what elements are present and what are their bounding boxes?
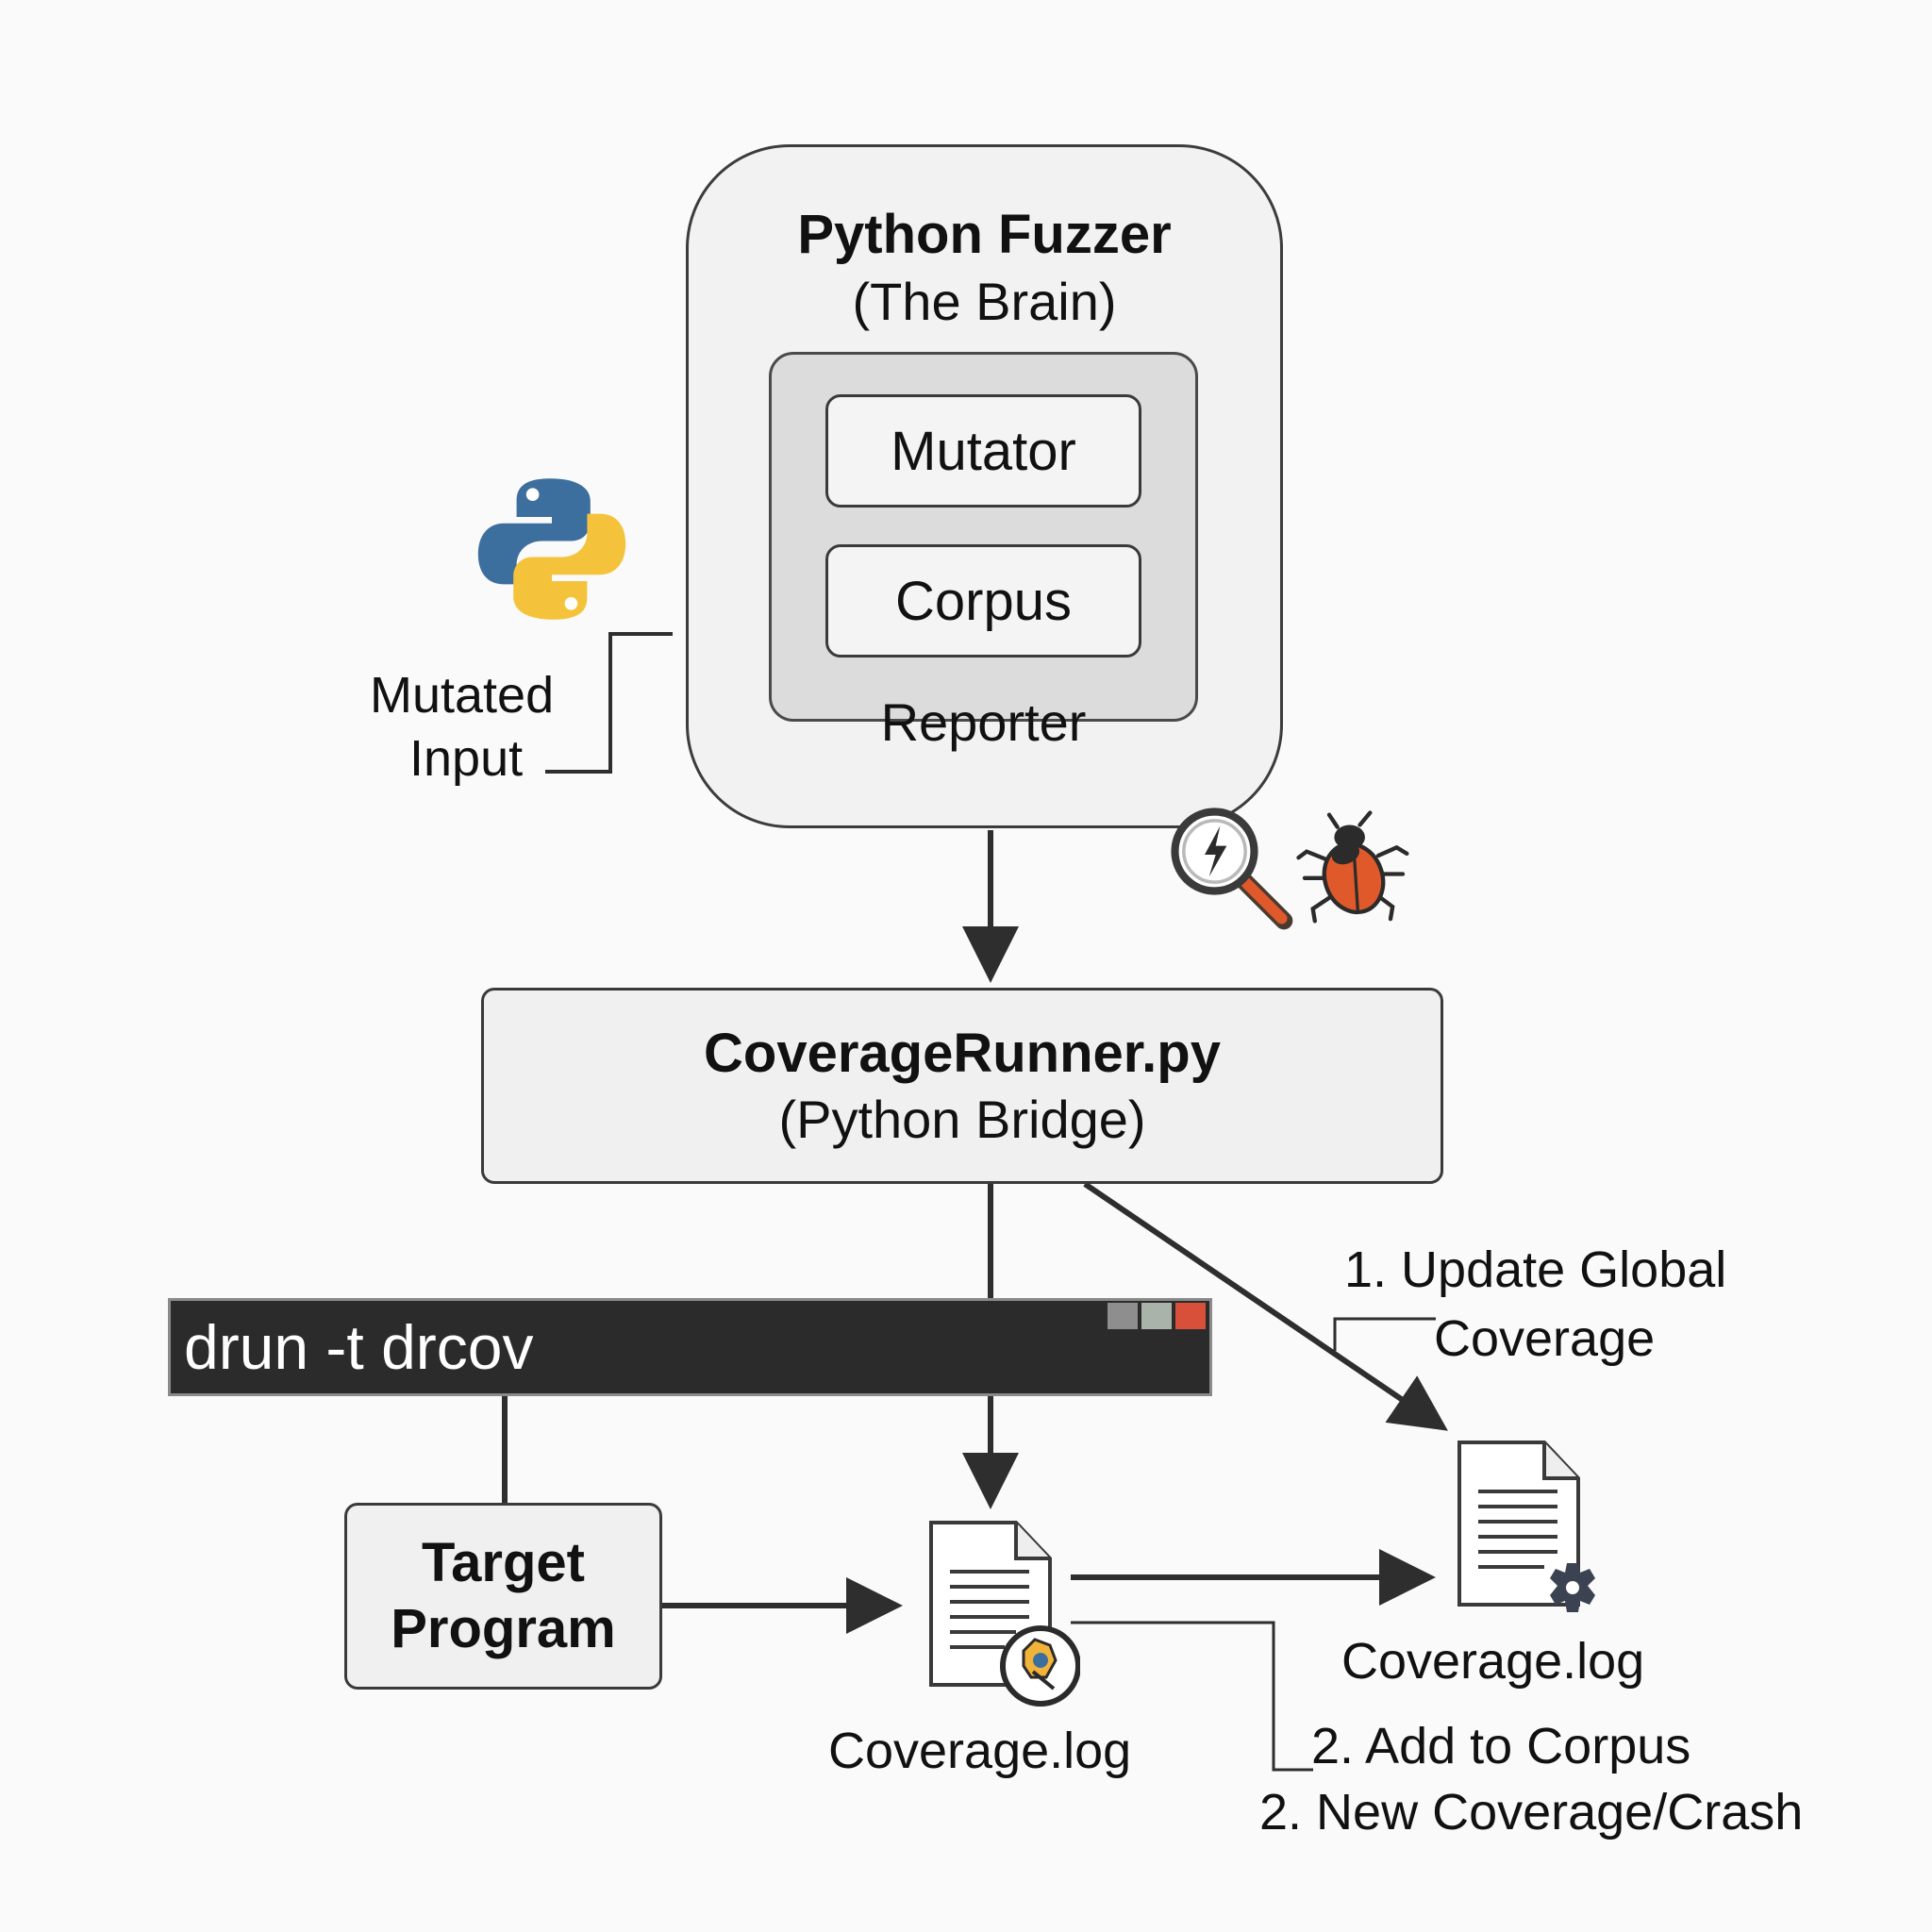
corpus-box: Corpus xyxy=(825,544,1141,658)
connector-mutated-input xyxy=(545,632,673,774)
local-log-label: Coverage.log xyxy=(828,1723,1132,1779)
python-logo-icon xyxy=(477,478,626,620)
target-line1: Target xyxy=(422,1532,585,1593)
global-log-label: Coverage.log xyxy=(1341,1633,1645,1690)
update-global-line2: Coverage xyxy=(1434,1310,1656,1367)
terminal-command: drun -t drcov xyxy=(184,1312,534,1382)
corpus-label: Corpus xyxy=(895,570,1072,632)
mutator-label: Mutator xyxy=(891,420,1076,482)
mutated-input-line2: Input xyxy=(409,730,524,787)
target-program-box: Target Program xyxy=(344,1503,662,1690)
arrow-runner-global-log xyxy=(1083,1181,1448,1431)
fuzzer-title: Python Fuzzer xyxy=(797,204,1172,265)
mutated-input-line1: Mutated xyxy=(370,667,555,724)
runner-title: CoverageRunner.py xyxy=(704,1023,1221,1084)
terminal-maximize-button[interactable] xyxy=(1141,1303,1172,1329)
terminal-close-button[interactable] xyxy=(1175,1303,1206,1329)
bug-icon xyxy=(1296,810,1409,924)
new-coverage-label: 2. New Coverage/Crash xyxy=(1259,1784,1804,1840)
coverage-runner-box: CoverageRunner.py (Python Bridge) xyxy=(481,988,1443,1184)
connector-update-coverage xyxy=(1333,1317,1436,1351)
terminal-minimize-button[interactable] xyxy=(1108,1303,1138,1329)
reporter-label: Reporter xyxy=(880,692,1087,752)
add-corpus-label: 2. Add to Corpus xyxy=(1311,1718,1691,1774)
connector-add-corpus xyxy=(1071,1621,1313,1772)
update-global-line1: 1. Update Global xyxy=(1344,1241,1727,1298)
document-icon xyxy=(929,1521,1080,1707)
mutator-box: Mutator xyxy=(825,394,1141,508)
runner-subtitle: (Python Bridge) xyxy=(778,1090,1146,1149)
magnifier-bolt-icon xyxy=(1171,808,1293,930)
terminal-bar: drun -t drcov xyxy=(168,1298,1212,1396)
target-line2: Program xyxy=(391,1598,616,1659)
fuzzer-subtitle: (The Brain) xyxy=(852,272,1117,331)
document-gear-icon xyxy=(1457,1441,1595,1612)
